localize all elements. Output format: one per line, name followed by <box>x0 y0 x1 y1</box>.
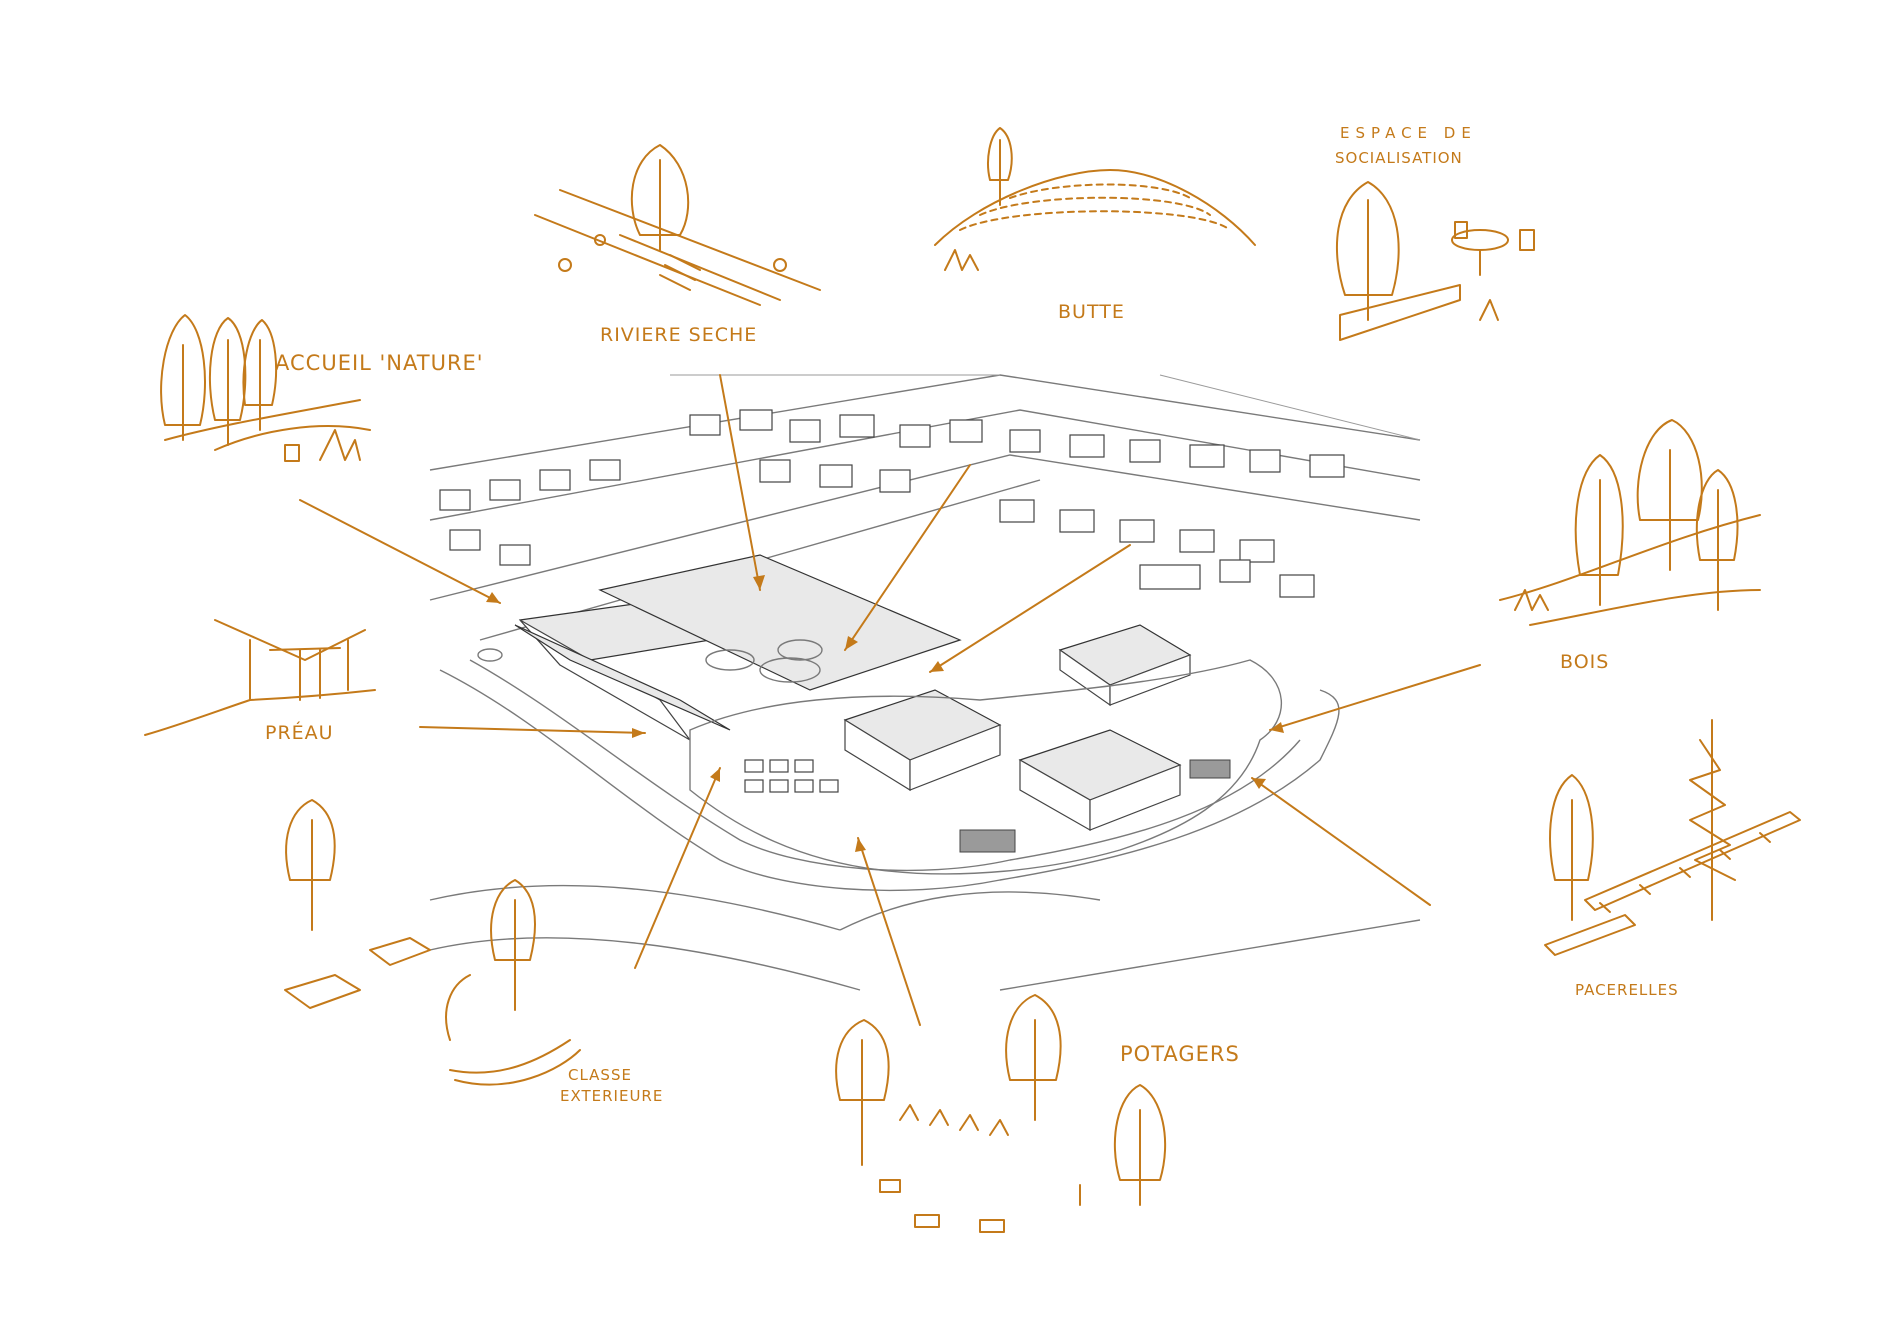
label-preau: PRÉAU <box>265 722 334 744</box>
vignette-pacerelles <box>1544 719 1801 956</box>
label-butte: BUTTE <box>1058 301 1125 323</box>
vignette-preau <box>144 619 376 736</box>
callout-arrows <box>299 374 1481 1026</box>
label-espace-line2: SOCIALISATION <box>1335 149 1463 167</box>
label-classe-line1: CLASSE <box>568 1066 632 1084</box>
vignette-espace-socialisation <box>1335 181 1535 341</box>
school-buildings <box>514 554 1231 853</box>
label-riviere-seche: RIVIERE SECHE <box>600 324 758 346</box>
site-plan <box>429 374 1421 991</box>
label-potagers: POTAGERS <box>1120 1042 1240 1066</box>
vignette-riviere-seche <box>534 144 821 306</box>
vignette-butte <box>934 127 1256 271</box>
vignette-bois <box>1499 419 1761 626</box>
label-bois: BOIS <box>1560 651 1610 673</box>
label-accueil-nature: ACCUEIL 'NATURE' <box>275 351 484 375</box>
residential-blocks <box>439 409 1345 598</box>
label-espace-line1: ESPACE DE <box>1340 124 1477 142</box>
label-pacerelles: PACERELLES <box>1575 981 1679 999</box>
vignette-accueil-nature <box>160 314 371 462</box>
vignette-potagers <box>835 994 1167 1233</box>
vignette-classe-exterieure <box>284 799 581 1086</box>
label-classe-line2: EXTERIEURE <box>560 1087 664 1105</box>
